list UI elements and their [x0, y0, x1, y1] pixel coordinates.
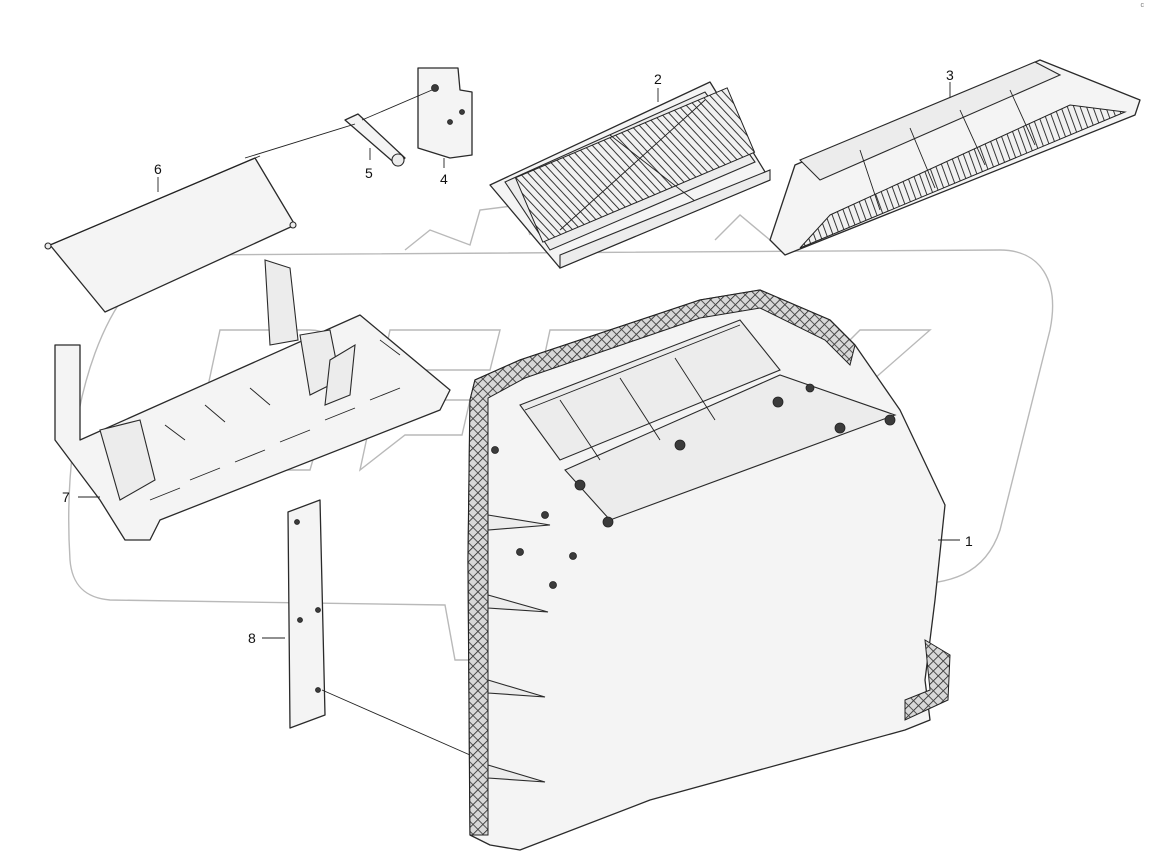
drawing-reference-mark: c — [1140, 2, 1145, 9]
part-7-channel-tray — [54, 259, 451, 541]
callout-labels: 1 2 3 4 5 6 7 8 — [62, 67, 973, 646]
housing-strut-lines — [524, 324, 741, 461]
housing-side-tabs — [487, 514, 551, 783]
callout-leaders — [78, 82, 960, 639]
callout-1: 1 — [965, 533, 973, 549]
part-6-hinged-flap — [44, 155, 297, 313]
callout-5: 5 — [365, 165, 373, 181]
tray-slots — [149, 339, 401, 501]
part-5-lever — [244, 89, 433, 167]
callout-7: 7 — [62, 489, 70, 505]
callout-3: 3 — [946, 67, 954, 83]
part-8-flat-strip — [287, 499, 471, 756]
mesh-guard-ribs — [859, 89, 1036, 211]
callout-4: 4 — [440, 171, 448, 187]
housing-fastener-holes — [491, 383, 896, 589]
callout-8: 8 — [248, 630, 256, 646]
part-2-filter-grille — [489, 81, 771, 269]
callout-2: 2 — [654, 71, 662, 87]
callout-6: 6 — [154, 161, 162, 177]
part-4-bracket-plate — [417, 67, 473, 159]
part-3-mesh-guard — [769, 59, 1141, 256]
part-1-housing — [467, 289, 951, 851]
